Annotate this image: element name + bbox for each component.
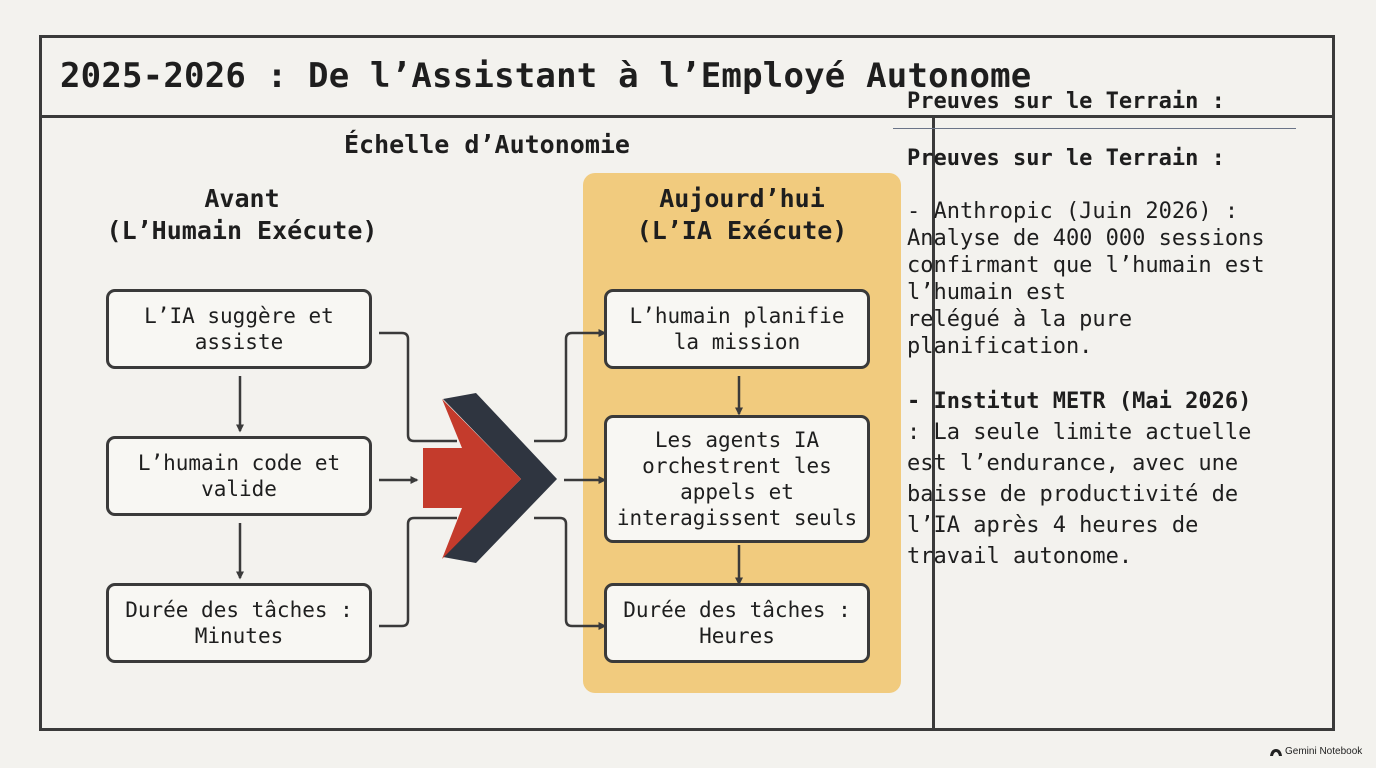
slide-title: 2025-2026 : De l’Assistant à l’Employé A…	[60, 56, 1032, 96]
evidence-header: Preuves sur le Terrain :	[893, 77, 1296, 129]
now-heading: Aujourd’hui (L’IA Exécute)	[583, 183, 901, 247]
evidence-header-label: Preuves sur le Terrain :	[907, 89, 1225, 114]
now-heading-line2: (L’IA Exécute)	[636, 216, 848, 245]
before-step-2: L’humain code et valide	[106, 436, 372, 516]
slide-frame: 2025-2026 : De l’Assistant à l’Employé A…	[39, 35, 1335, 731]
now-step-1: L’humain planifie la mission	[604, 289, 870, 369]
now-step-3: Durée des tâches : Heures	[604, 583, 870, 663]
now-step-2: Les agents IA orchestrent les appels et …	[604, 415, 870, 543]
title-bar: 2025-2026 : De l’Assistant à l’Employé A…	[42, 38, 1332, 118]
connector-before-3	[379, 516, 457, 628]
connector-now-1	[534, 329, 607, 443]
before-heading-line1: Avant	[204, 184, 280, 213]
notebook-logo-icon	[1270, 748, 1282, 756]
evidence-item-anthropic: - Anthropic (Juin 2026) : Analyse de 400…	[907, 199, 1265, 359]
watermark: Gemini Notebook	[1270, 746, 1362, 757]
connector-now-3	[534, 516, 607, 630]
before-step-1: L’IA suggère et assiste	[106, 289, 372, 369]
scale-title: Échelle d’Autonomie	[344, 130, 630, 159]
before-step-3: Durée des tâches : Minutes	[106, 583, 372, 663]
now-heading-line1: Aujourd’hui	[659, 184, 825, 213]
connector-before-1	[379, 331, 457, 443]
before-heading: Avant (L’Humain Exécute)	[92, 183, 392, 247]
evidence-item-metr-source: - Institut METR (Mai 2026)	[907, 389, 1252, 414]
transition-arrow	[423, 399, 521, 559]
column-divider	[932, 115, 935, 731]
evidence-title: Preuves sur le Terrain :	[907, 146, 1225, 171]
evidence-item-metr: - Institut METR (Mai 2026) : La seule li…	[907, 386, 1292, 572]
before-heading-line2: (L’Humain Exécute)	[106, 216, 378, 245]
flow-connectors	[236, 329, 743, 630]
watermark-label: Gemini Notebook	[1285, 746, 1363, 757]
evidence-item-metr-text: : La seule limite actuelle est l’enduran…	[907, 420, 1252, 569]
